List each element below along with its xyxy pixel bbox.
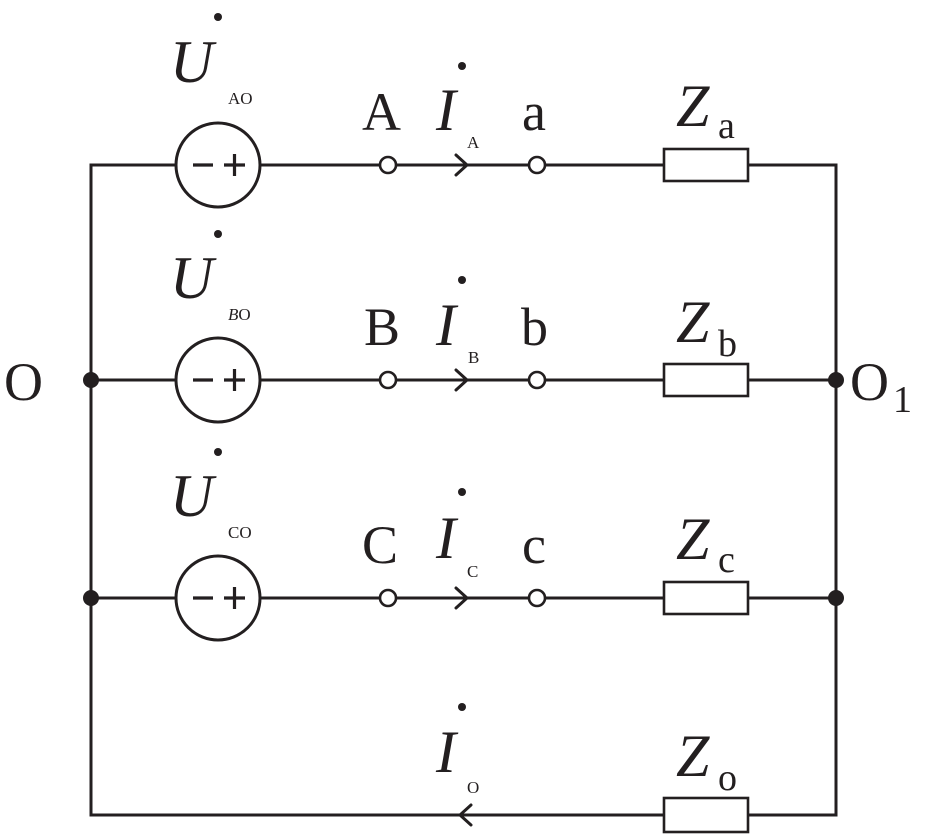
impedance-subscript: c bbox=[718, 539, 735, 581]
terminal-a-load bbox=[527, 155, 547, 175]
source-circle-b bbox=[174, 336, 262, 424]
voltage-source-a bbox=[174, 121, 262, 209]
voltage-symbol: U bbox=[170, 245, 217, 311]
terminal-label-c-upper: C bbox=[362, 515, 398, 575]
terminal-label-b-upper: B bbox=[364, 297, 400, 357]
phasor-dot-icon bbox=[458, 62, 466, 70]
arrow-right-icon bbox=[454, 153, 470, 177]
current-label-io: I O bbox=[435, 703, 479, 797]
phasor-dot-icon bbox=[214, 448, 222, 456]
impedance-zo bbox=[662, 796, 750, 834]
voltage-subscript: BO bbox=[228, 305, 251, 324]
node-label-o1-main: O bbox=[850, 352, 889, 412]
voltage-source-c bbox=[174, 554, 262, 642]
terminal-a-source bbox=[378, 155, 398, 175]
arrow-right-icon bbox=[454, 586, 470, 610]
phasor-dot-icon bbox=[214, 230, 222, 238]
arrow-right-icon bbox=[454, 368, 470, 392]
node-label-o1-sub: 1 bbox=[893, 379, 912, 421]
current-subscript: B bbox=[468, 348, 479, 367]
impedance-label-zb: Z b bbox=[676, 289, 737, 365]
junction-node-left-b bbox=[83, 372, 99, 388]
phasor-dot-icon bbox=[214, 13, 222, 21]
current-symbol: I bbox=[435, 505, 459, 571]
phase-a: U AO A a I A Z a bbox=[170, 13, 750, 209]
current-symbol: I bbox=[435, 292, 459, 358]
current-label-ic: I C bbox=[435, 488, 478, 581]
voltage-symbol: U bbox=[170, 463, 217, 529]
neutral-line: I O Z o bbox=[435, 703, 750, 834]
impedance-symbol: Z bbox=[676, 73, 710, 139]
node-label-o1: O 1 bbox=[850, 352, 912, 421]
current-subscript: A bbox=[467, 133, 480, 152]
voltage-label-ubo: U BO bbox=[170, 230, 251, 324]
source-circle-c bbox=[174, 554, 262, 642]
phasor-dot-icon bbox=[458, 703, 466, 711]
current-label-ia: I A bbox=[435, 62, 480, 152]
terminal-label-b-lower: b bbox=[521, 297, 548, 357]
left-bus-wire bbox=[89, 163, 838, 817]
impedance-subscript: a bbox=[718, 105, 735, 147]
wiring bbox=[89, 163, 838, 817]
terminal-c-source bbox=[378, 588, 398, 608]
phase-b: U BO B b I B Z b bbox=[170, 230, 750, 424]
terminal-c-load bbox=[527, 588, 547, 608]
impedance-za bbox=[662, 147, 750, 183]
voltage-label-uao: U AO bbox=[170, 13, 253, 108]
current-subscript: O bbox=[467, 778, 479, 797]
voltage-subscript-italic: B bbox=[228, 305, 239, 324]
impedance-symbol: Z bbox=[676, 723, 710, 789]
impedance-subscript: b bbox=[718, 323, 737, 365]
voltage-label-uco: U CO bbox=[170, 448, 252, 542]
terminal-b-load bbox=[527, 370, 547, 390]
voltage-symbol: U bbox=[170, 29, 217, 95]
voltage-subscript: AO bbox=[228, 89, 253, 108]
impedance-symbol: Z bbox=[676, 289, 710, 355]
current-symbol: I bbox=[435, 77, 459, 143]
impedance-subscript: o bbox=[718, 757, 737, 799]
terminal-label-a-lower: a bbox=[522, 82, 546, 142]
impedance-symbol: Z bbox=[676, 506, 710, 572]
impedance-zc bbox=[662, 580, 750, 616]
terminal-b-source bbox=[378, 370, 398, 390]
source-circle-a bbox=[174, 121, 262, 209]
phasor-dot-icon bbox=[458, 488, 466, 496]
voltage-subscript: CO bbox=[228, 523, 252, 542]
junction-nodes bbox=[83, 372, 844, 606]
node-label-o: O bbox=[4, 352, 43, 412]
impedance-label-za: Z a bbox=[676, 73, 735, 147]
phasor-dot-icon bbox=[458, 276, 466, 284]
phase-c: U CO C c I C Z c bbox=[170, 448, 750, 642]
current-label-ib: I B bbox=[435, 276, 479, 367]
voltage-subscript-rest: O bbox=[238, 305, 250, 324]
impedance-label-zc: Z c bbox=[676, 506, 735, 581]
junction-node-right-c bbox=[828, 590, 844, 606]
terminal-label-c-lower: c bbox=[522, 515, 546, 575]
junction-node-left-c bbox=[83, 590, 99, 606]
junction-node-right-b bbox=[828, 372, 844, 388]
terminal-label-a-upper: A bbox=[362, 82, 401, 142]
impedance-label-zo: Z o bbox=[676, 723, 737, 799]
current-symbol: I bbox=[435, 719, 459, 785]
arrow-left-icon bbox=[457, 803, 473, 827]
voltage-source-b bbox=[174, 336, 262, 424]
impedance-zb bbox=[662, 362, 750, 398]
current-subscript: C bbox=[467, 562, 478, 581]
